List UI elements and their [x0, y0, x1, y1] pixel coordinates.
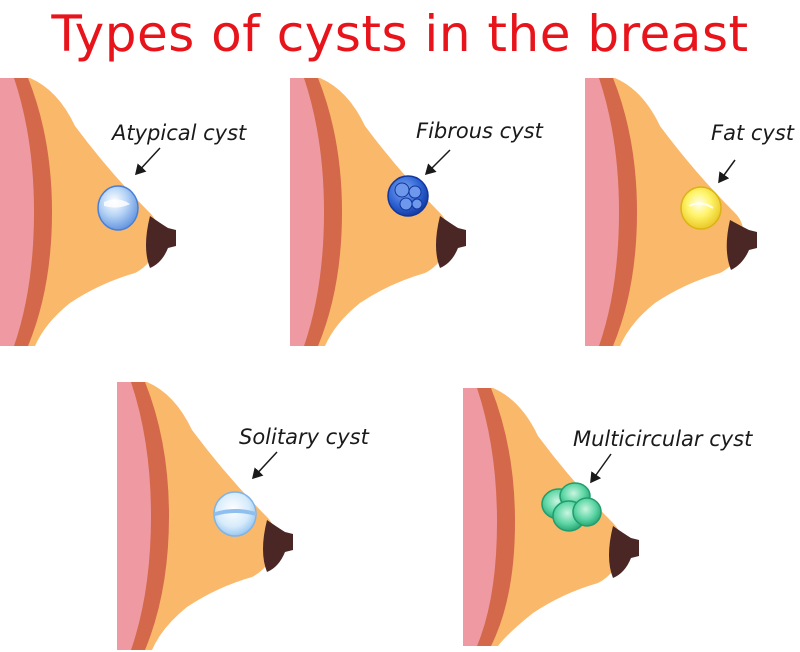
breast-skin: [308, 78, 449, 346]
cyst-highlight: [688, 202, 714, 209]
pointer-arrow: [134, 147, 161, 176]
outer-layer: [463, 388, 497, 646]
nipple: [146, 216, 176, 268]
pointer-arrow: [424, 149, 451, 176]
breast-skin: [603, 78, 744, 346]
cyst-label: Atypical cyst: [110, 121, 247, 145]
outer-layer: [585, 78, 619, 346]
page-title: Types of cysts in the breast: [51, 5, 749, 63]
cyst-lobule: [399, 197, 413, 211]
cyst-lobule: [411, 198, 423, 210]
nipple: [609, 526, 639, 578]
outer-layer: [290, 78, 324, 346]
panel-atypical-cyst: Atypical cyst: [0, 78, 247, 346]
panel-multicircular-cyst: Multicircular cyst: [463, 388, 753, 646]
nipple: [436, 216, 466, 268]
outer-layer: [117, 382, 151, 650]
breast-skin: [135, 382, 276, 650]
panel-fat-cyst: Fat cyst: [585, 78, 795, 346]
cyst-lobule: [394, 182, 410, 198]
cyst-lobe: [572, 497, 602, 527]
cyst-atypical: [97, 185, 139, 231]
cyst-lobule: [408, 185, 422, 199]
cyst-fat: [680, 186, 722, 230]
nipple: [263, 520, 293, 572]
outer-layer: [0, 78, 34, 346]
panel-solitary-cyst: Solitary cyst: [117, 382, 370, 650]
cyst-highlight: [104, 199, 130, 208]
cyst-label: Multicircular cyst: [573, 427, 753, 451]
cyst-label: Fibrous cyst: [416, 119, 544, 143]
cyst-septum: [215, 509, 256, 516]
pointer-arrow: [718, 159, 736, 184]
breast-skin: [18, 78, 159, 346]
cyst-label: Fat cyst: [711, 121, 795, 145]
pointer-arrow: [251, 451, 278, 480]
cyst-label: Solitary cyst: [239, 425, 370, 449]
nipple: [726, 220, 757, 270]
panel-fibrous-cyst: Fibrous cyst: [290, 78, 544, 346]
pointer-arrow: [590, 453, 612, 484]
